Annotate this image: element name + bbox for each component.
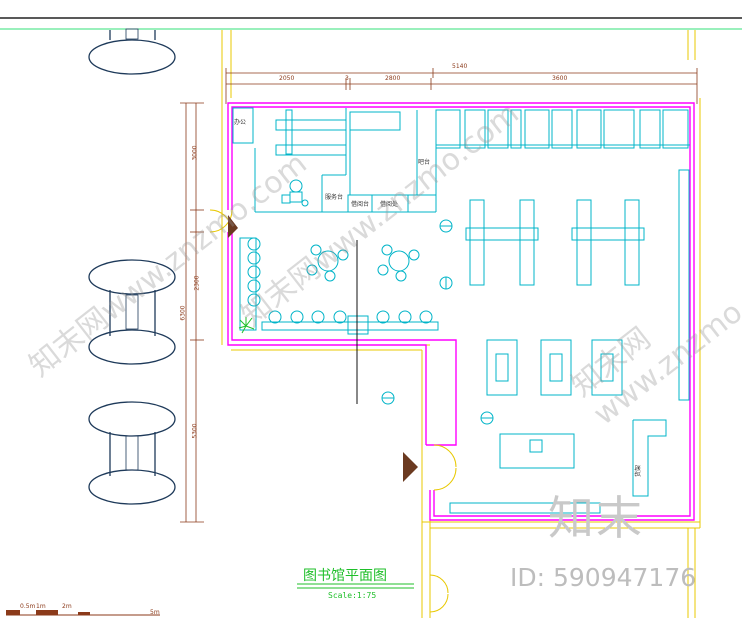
dim-label-top-3: 2800 <box>385 75 401 82</box>
dim-label-top-1: 2050 <box>279 75 295 82</box>
dim-label-top-4: 3600 <box>552 75 568 82</box>
scale-label-2: 1m <box>36 603 46 610</box>
room-label-shelf: 货架 <box>635 464 643 478</box>
dim-label-left-2: 2300 <box>193 275 201 291</box>
entrance-marker-right <box>403 452 418 482</box>
dim-label-top-2: 3 <box>345 75 349 82</box>
plant-icon <box>238 317 255 334</box>
dimension-lines-top <box>225 68 698 104</box>
dim-label-top-total: 5140 <box>452 63 468 70</box>
scale-label-3: 2m <box>62 603 72 610</box>
scale-label-4: 5m <box>150 609 160 616</box>
furniture-layer <box>232 107 690 514</box>
scale-bar <box>6 610 160 616</box>
room-label-office: 办公 <box>234 119 247 126</box>
landscape-feature-top <box>88 28 176 75</box>
room-label-lending-desk: 借阅台 <box>351 201 370 208</box>
scale-label-1: 0.5m <box>20 603 36 610</box>
title-underline <box>297 583 414 589</box>
dimension-lines-left <box>180 102 204 523</box>
dim-label-left-1: 3000 <box>191 145 199 161</box>
landscape-feature-middle <box>88 259 176 365</box>
dim-label-left-3: 5300 <box>191 423 199 439</box>
dim-label-left-total: 6300 <box>179 305 187 321</box>
drawing-scale: Scale:1:75 <box>328 591 377 600</box>
landscape-feature-bottom <box>88 401 176 505</box>
entrance-marker-left <box>228 215 238 238</box>
watermark-logo: 知末 <box>548 491 644 545</box>
main-walls <box>227 102 695 521</box>
drawing-title: 图书馆平面图 <box>303 568 387 584</box>
room-label-bar: 吧台 <box>418 159 431 166</box>
room-label-lending-area: 借阅处 <box>380 201 399 208</box>
room-label-service: 服务台 <box>325 194 344 201</box>
watermark-id: ID: 590947176 <box>510 563 697 592</box>
